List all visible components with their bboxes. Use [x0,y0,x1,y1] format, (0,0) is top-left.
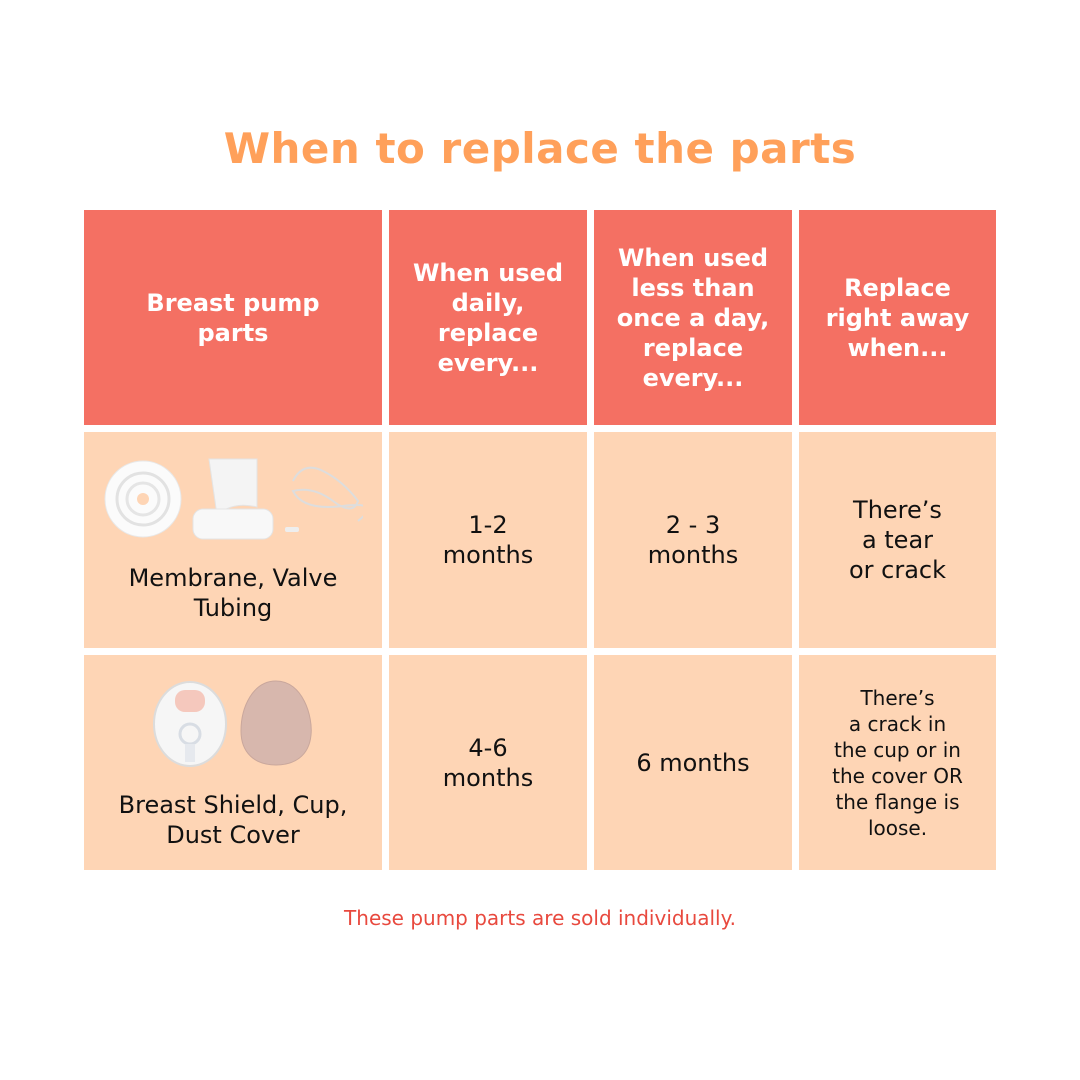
replacement-table: Breast pump parts When used daily, repla… [84,210,996,870]
header-less-than-daily: When used less than once a day, replace … [594,210,792,425]
footer-note: These pump parts are sold individually. [344,906,736,930]
dust-cover-icon [240,679,312,766]
tubing-icon [285,466,363,532]
part-cell: Membrane, Valve Tubing [84,432,382,648]
less-than-daily-interval: 6 months [594,655,792,870]
daily-interval: 1-2 months [389,432,587,648]
part-images [103,457,363,541]
header-daily: When used daily, replace every... [389,210,587,425]
replace-condition: There’s a tear or crack [799,432,996,648]
page-title: When to replace the parts [223,124,857,173]
part-name: Membrane, Valve Tubing [128,564,338,622]
part-name: Breast Shield, Cup, Dust Cover [118,790,348,849]
breast-shield-cup-icon [153,680,227,767]
part-images [151,676,315,768]
header-parts: Breast pump parts [84,210,382,425]
header-replace-when: Replace right away when... [799,210,996,425]
daily-interval: 4-6 months [389,655,587,870]
part-cell: Breast Shield, Cup, Dust Cover [84,655,382,870]
valve-icon [192,458,274,540]
replace-condition: There’s a crack in the cup or in the cov… [799,655,996,870]
less-than-daily-interval: 2 - 3 months [594,432,792,648]
membrane-icon [104,460,182,538]
